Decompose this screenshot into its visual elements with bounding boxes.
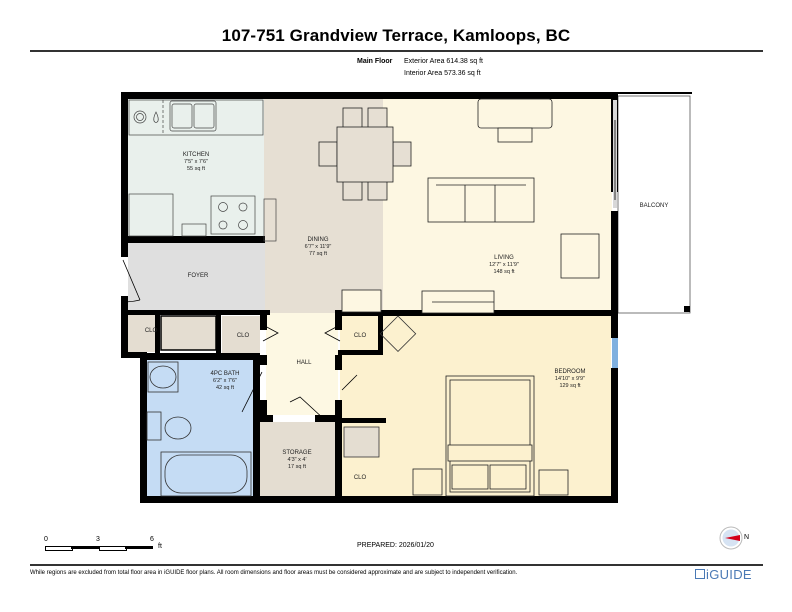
interior-area: Interior Area 573.36 sq ft bbox=[404, 70, 481, 77]
room-name: CLO bbox=[236, 333, 250, 339]
room-name: CLO bbox=[353, 475, 367, 481]
scale-seg bbox=[45, 546, 73, 551]
room-storage: STORAGE 4'3" x 4' 17 sq ft bbox=[267, 450, 327, 471]
room-area: 148 sq ft bbox=[493, 269, 515, 275]
room-name: 4PC BATH bbox=[210, 371, 240, 377]
room-living: LIVING 12'7" x 11'9" 148 sq ft bbox=[474, 255, 534, 276]
scale-tick-0: 0 bbox=[44, 536, 48, 543]
room-kitchen: KITCHEN 7'5" x 7'6" 55 sq ft bbox=[166, 152, 226, 173]
iguide-logo: iGUIDE bbox=[695, 567, 752, 582]
exterior-area: Exterior Area 614.38 sq ft bbox=[404, 58, 483, 65]
room-area: 77 sq ft bbox=[308, 251, 328, 257]
bath-fixtures bbox=[146, 361, 252, 497]
room-name: CLO bbox=[353, 333, 367, 339]
hall-floor bbox=[266, 313, 338, 415]
scale-tick-3: 3 bbox=[96, 536, 100, 543]
scale-unit: ft bbox=[158, 543, 162, 550]
room-dims: 7'5" x 7'6" bbox=[183, 159, 209, 165]
room-dims: 12'7" x 11'9" bbox=[489, 262, 519, 268]
room-closet-1: CLO bbox=[136, 328, 166, 335]
entry-door bbox=[122, 259, 141, 303]
scale-seg bbox=[99, 546, 127, 551]
balcony-floor bbox=[617, 95, 691, 314]
prepared-date: PREPARED: 2026/01/20 bbox=[357, 542, 434, 549]
room-dining: DINING 6'7" x 11'9" 77 sq ft bbox=[288, 237, 348, 258]
room-balcony: BALCONY bbox=[624, 203, 684, 210]
room-name: DINING bbox=[307, 237, 329, 243]
room-area: 129 sq ft bbox=[559, 383, 581, 389]
room-closet-4: CLO bbox=[345, 475, 375, 482]
room-name: BALCONY bbox=[639, 203, 669, 209]
scale-tick-6: 6 bbox=[150, 536, 154, 543]
floor-name: Main Floor bbox=[357, 58, 393, 65]
room-area: 55 sq ft bbox=[186, 166, 206, 172]
room-dims: 14'10" x 9'9" bbox=[554, 376, 586, 382]
compass-label: N bbox=[744, 534, 750, 541]
brand-name: iGUIDE bbox=[706, 567, 752, 582]
room-area: 17 sq ft bbox=[287, 464, 307, 470]
room-name: KITCHEN bbox=[182, 152, 210, 158]
room-area: 42 sq ft bbox=[215, 385, 235, 391]
room-dims: 6'2" x 7'6" bbox=[212, 378, 238, 384]
room-bath: 4PC BATH 6'2" x 7'6" 42 sq ft bbox=[195, 371, 255, 392]
clo2-floor bbox=[222, 316, 260, 353]
room-name: LIVING bbox=[494, 255, 514, 261]
scale-seg bbox=[71, 546, 99, 549]
iguide-logo-icon bbox=[695, 569, 705, 579]
room-closet-2: CLO bbox=[228, 333, 258, 340]
living-furniture bbox=[341, 98, 600, 314]
foyer-floor bbox=[128, 243, 265, 313]
page-title: 107-751 Grandview Terrace, Kamloops, BC bbox=[221, 26, 571, 45]
bed bbox=[412, 375, 569, 497]
room-foyer: FOYER bbox=[168, 273, 228, 280]
room-name: HALL bbox=[296, 360, 312, 366]
bedroom-window bbox=[612, 338, 618, 368]
room-name: FOYER bbox=[187, 273, 209, 279]
room-name: STORAGE bbox=[282, 450, 312, 456]
room-name: BEDROOM bbox=[554, 369, 586, 375]
room-hall: HALL bbox=[284, 360, 324, 367]
room-dims: 6'7" x 11'9" bbox=[304, 244, 332, 250]
kitchen-fixtures bbox=[128, 99, 277, 242]
room-dims: 4'3" x 4' bbox=[287, 457, 307, 463]
north-compass-icon: N bbox=[719, 526, 753, 552]
scale-seg bbox=[125, 546, 153, 549]
clo1-floor bbox=[128, 314, 160, 352]
disclaimer: While regions are excluded from total fl… bbox=[30, 570, 518, 576]
room-bedroom: BEDROOM 14'10" x 9'9" 129 sq ft bbox=[540, 369, 600, 390]
room-name: CLO bbox=[144, 328, 158, 334]
footer-divider bbox=[30, 564, 763, 566]
storage-floor bbox=[259, 422, 336, 497]
room-closet-3: CLO bbox=[345, 333, 375, 340]
title-divider bbox=[30, 50, 763, 52]
dining-table bbox=[318, 107, 412, 201]
